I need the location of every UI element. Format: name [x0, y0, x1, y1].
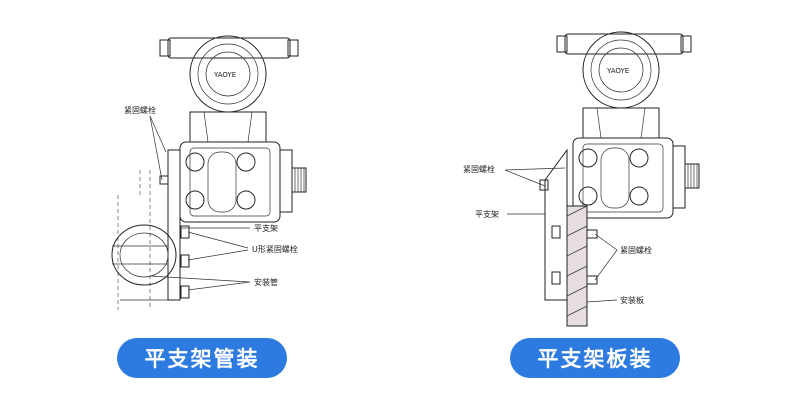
mount-pipe-label: 安装管 — [254, 277, 278, 287]
fastening-bolt-top-label: 紧固螺栓 — [463, 164, 495, 174]
leader-lines — [149, 115, 251, 291]
flange-body — [572, 137, 700, 219]
pipe-mount-panel: YAOYE — [111, 35, 307, 378]
transmitter-housing: YAOYE — [556, 31, 692, 139]
transmitter-housing: YAOYE — [159, 35, 299, 143]
plate-mount-title: 平支架板装 — [510, 338, 680, 378]
plate-mount-panel: YAOYE — [395, 0, 790, 400]
brand-label: YAOYE — [213, 71, 236, 79]
pipe-mount-title: 平支架管装 — [117, 338, 287, 378]
flat-bracket — [159, 149, 190, 301]
u-bolt-label: U形紧固螺栓 — [252, 244, 298, 254]
pipe-mount-diagram: YAOYE — [111, 35, 307, 310]
flat-bracket — [539, 148, 568, 301]
fastening-bolt-label: 紧固螺栓 — [124, 105, 156, 115]
flat-bracket-label: 平支架 — [254, 223, 278, 233]
flange-body — [179, 141, 307, 223]
mount-pipe — [111, 170, 177, 310]
fastening-bolt-side-label: 紧固螺栓 — [620, 245, 652, 255]
flat-bracket-label: 平支架 — [475, 209, 499, 219]
mount-plate — [566, 205, 598, 327]
leader-lines — [504, 167, 618, 303]
mount-plate-label: 安装板 — [620, 295, 644, 305]
brand-label: YAOYE — [606, 67, 629, 75]
plate-mount-diagram: YAOYE — [463, 31, 700, 327]
